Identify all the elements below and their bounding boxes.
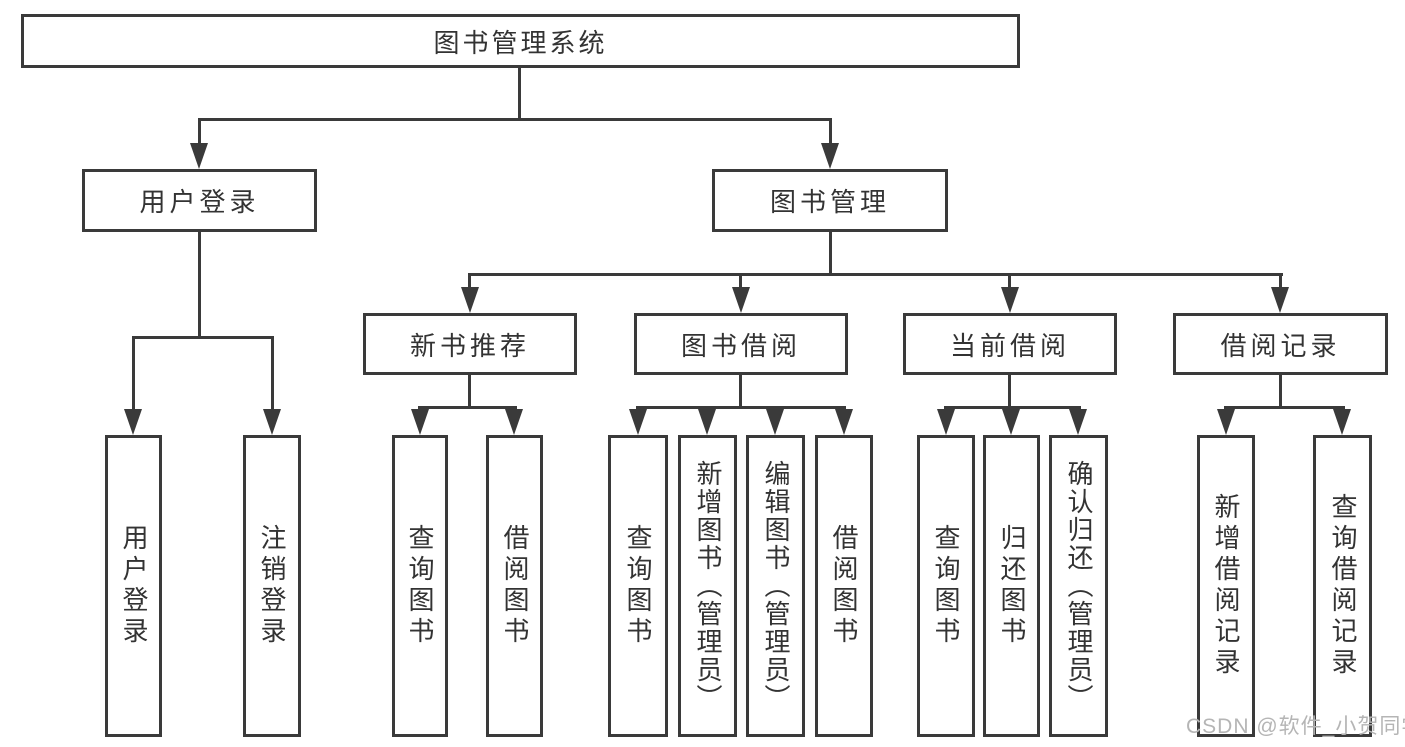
node-new-book-recommend: 新书推荐 — [363, 313, 577, 375]
arrow-down-icon — [1001, 287, 1019, 313]
leaf-query-books-recommend: 查询图书 — [392, 435, 448, 737]
node-book-management: 图书管理 — [712, 169, 948, 232]
arrow-down-icon — [411, 409, 429, 435]
arrow-down-icon — [821, 143, 839, 169]
node-current-borrow: 当前借阅 — [903, 313, 1117, 375]
node-borrow-records: 借阅记录 — [1173, 313, 1388, 375]
connector-line — [518, 68, 521, 121]
connector-line — [468, 375, 471, 409]
arrow-down-icon — [937, 409, 955, 435]
arrow-down-icon — [1271, 287, 1289, 313]
leaf-add-book-admin: 新增图书（管理员） — [678, 435, 737, 737]
arrow-down-icon — [505, 409, 523, 435]
connector-line — [1008, 375, 1011, 409]
connector-line — [198, 232, 201, 339]
leaf-borrow-books-recommend: 借阅图书 — [486, 435, 543, 737]
connector-line — [944, 406, 1081, 409]
leaf-query-books-borrow: 查询图书 — [608, 435, 668, 737]
connector-line — [469, 273, 1283, 276]
arrow-down-icon — [629, 409, 647, 435]
arrow-down-icon — [461, 287, 479, 313]
connector-line — [418, 406, 517, 409]
leaf-add-borrow-record: 新增借阅记录 — [1197, 435, 1255, 737]
arrow-down-icon — [766, 409, 784, 435]
connector-line — [739, 273, 742, 291]
connector-line — [829, 118, 832, 146]
arrow-down-icon — [1333, 409, 1351, 435]
arrow-down-icon — [1069, 409, 1087, 435]
connector-line — [1279, 273, 1282, 291]
leaf-return-book: 归还图书 — [983, 435, 1040, 737]
arrow-down-icon — [835, 409, 853, 435]
connector-line — [198, 118, 832, 121]
leaf-logout: 注销登录 — [243, 435, 301, 737]
arrow-down-icon — [263, 409, 281, 435]
connector-line — [198, 118, 201, 146]
node-root: 图书管理系统 — [21, 14, 1020, 68]
connector-line — [271, 336, 274, 411]
arrow-down-icon — [1217, 409, 1235, 435]
arrow-down-icon — [732, 287, 750, 313]
connector-line — [739, 375, 742, 409]
arrow-down-icon — [124, 409, 142, 435]
node-book-borrow: 图书借阅 — [634, 313, 848, 375]
connector-line — [829, 232, 832, 276]
watermark: CSDN @软件_小贺同学 — [1186, 715, 1405, 738]
connector-line — [1008, 273, 1011, 291]
connector-line — [1279, 375, 1282, 409]
leaf-user-login: 用户登录 — [105, 435, 162, 737]
leaf-query-books-current: 查询图书 — [917, 435, 975, 737]
arrow-down-icon — [190, 143, 208, 169]
leaf-confirm-return-admin: 确认归还（管理员） — [1049, 435, 1108, 737]
connector-line — [132, 336, 274, 339]
connector-line — [1224, 406, 1345, 409]
leaf-borrow-books-borrow: 借阅图书 — [815, 435, 873, 737]
leaf-query-borrow-record: 查询借阅记录 — [1313, 435, 1372, 737]
node-user-login: 用户登录 — [82, 169, 317, 232]
connector-line — [636, 406, 846, 409]
arrow-down-icon — [1002, 409, 1020, 435]
leaf-edit-book-admin: 编辑图书（管理员） — [746, 435, 805, 737]
arrow-down-icon — [698, 409, 716, 435]
connector-line — [468, 273, 471, 291]
connector-line — [132, 336, 135, 411]
